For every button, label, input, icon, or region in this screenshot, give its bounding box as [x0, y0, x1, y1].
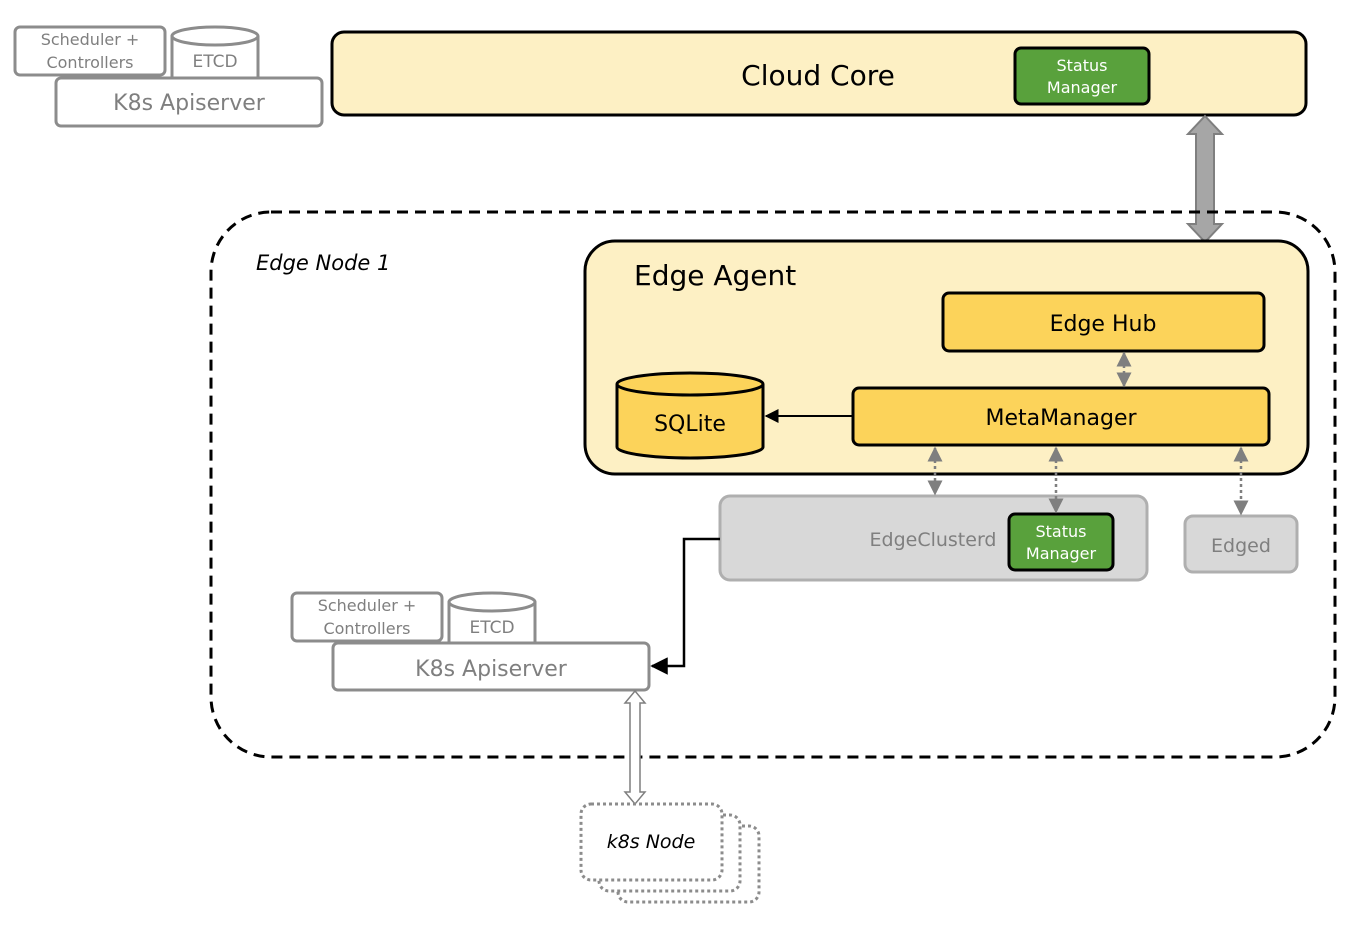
cloud-status-label: Status	[1057, 56, 1108, 75]
cloud-edge-double-arrow	[1185, 114, 1225, 244]
cloud-scheduler-label: Scheduler +	[41, 30, 140, 49]
cloud-apiserver-label: K8s Apiserver	[113, 91, 266, 116]
edgeclusterd-to-apiserver-arrow	[650, 537, 720, 675]
cloud-etcd-label: ETCD	[192, 52, 237, 72]
cloud-status-manager-box: Status Manager	[1013, 46, 1151, 106]
edge-status-label: Status	[1036, 522, 1087, 541]
edge-status-manager-box: Status Manager	[1007, 512, 1115, 572]
local-apiserver-label: K8s Apiserver	[415, 657, 568, 682]
cloud-manager-label: Manager	[1047, 78, 1118, 97]
edge-manager-label: Manager	[1026, 544, 1097, 563]
edge-agent-box: Edge Agent Edge Hub MetaManager SQLite	[583, 239, 1310, 476]
edge-hub-box: Edge Hub	[941, 291, 1266, 353]
cloud-core-box: Cloud Core Status Manager	[330, 30, 1308, 117]
edge-clusterd-box: EdgeClusterd Status Manager	[718, 494, 1149, 582]
edge-hub-label: Edge Hub	[1050, 312, 1157, 337]
apiserver-k8s-node-double-arrow	[623, 689, 647, 806]
edged-label: Edged	[1211, 535, 1271, 557]
edge-clusterd-label: EdgeClusterd	[870, 529, 997, 551]
edge-node-boundary: Edge Node 1	[209, 210, 1337, 759]
local-k8s-apiserver-box: K8s Apiserver	[331, 641, 651, 692]
k8s-node-stack: k8s Node	[579, 802, 761, 904]
meta-manager-box: MetaManager	[851, 386, 1271, 447]
edged-box: Edged	[1183, 514, 1299, 574]
cloud-scheduler-controllers-box: Scheduler + Controllers	[13, 25, 167, 77]
local-scheduler-label: Scheduler +	[318, 596, 417, 615]
local-controllers-label: Controllers	[323, 619, 410, 638]
sqlite-cylinder: SQLite	[615, 371, 765, 460]
meta-manager-label: MetaManager	[985, 406, 1137, 431]
edge-agent-label: Edge Agent	[634, 259, 796, 292]
edge-node-label: Edge Node 1	[256, 251, 390, 275]
cloud-controllers-label: Controllers	[46, 53, 133, 72]
local-scheduler-controllers-box: Scheduler + Controllers	[290, 591, 444, 643]
local-etcd-label: ETCD	[469, 618, 514, 638]
cloud-k8s-control-plane: Scheduler + Controllers ETCD K8s Apiserv…	[13, 25, 324, 128]
cloud-core-label: Cloud Core	[741, 59, 895, 92]
local-k8s-control-plane: Scheduler + Controllers ETCD K8s Apiserv…	[290, 591, 651, 692]
sqlite-label: SQLite	[654, 412, 726, 437]
cloud-k8s-apiserver-box: K8s Apiserver	[54, 76, 324, 128]
k8s-node-label: k8s Node	[607, 831, 696, 853]
